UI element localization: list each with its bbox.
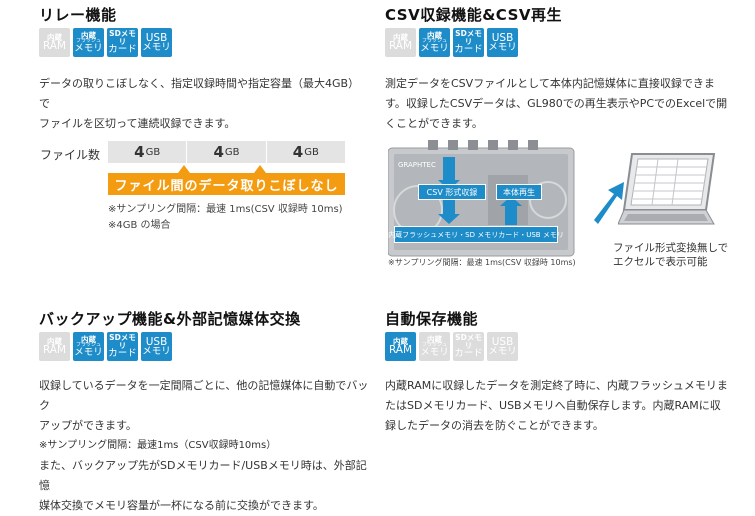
transfer-arrow bbox=[594, 182, 624, 224]
gap-arrow-2 bbox=[254, 165, 266, 173]
laptop-icon bbox=[618, 153, 716, 225]
badge-sd-card: SDメモリ カード bbox=[453, 332, 484, 361]
down-arrow-2-head bbox=[438, 214, 460, 224]
csv-description: 測定データをCSVファイルとして本体内記憶媒体に直接収録できま す。収録したCS… bbox=[385, 77, 728, 130]
files-label: ファイル数 bbox=[40, 148, 101, 162]
down-arrow-1 bbox=[443, 157, 455, 181]
no-data-loss-bar: ファイル間のデータ取りこぼしなし bbox=[108, 173, 345, 195]
gap-arrow-1 bbox=[178, 165, 190, 173]
autosave-title: 自動保存機能 bbox=[385, 310, 479, 328]
csv-section: CSV収録機能&CSV再生 内蔵 RAM 内蔵 フラッシュ メモリ SDメモリ … bbox=[370, 0, 755, 290]
badge-usb-memory: USB メモリ bbox=[141, 332, 172, 361]
badge-internal-flash: 内蔵 フラッシュ メモリ bbox=[419, 28, 450, 57]
autosave-section: 自動保存機能 内蔵 RAM 内蔵 フラッシュ メモリ SDメモリ カード USB… bbox=[370, 300, 755, 481]
badge-sd-card: SDメモリ カード bbox=[107, 28, 138, 57]
badge-internal-ram: 内蔵 RAM bbox=[385, 332, 416, 361]
backup-badges: 内蔵 RAM 内蔵 フラッシュ メモリ SDメモリ カード USB メモリ bbox=[39, 332, 172, 361]
badge-internal-flash: 内蔵 フラッシュ メモリ bbox=[419, 332, 450, 361]
relay-badges: 内蔵 RAM 内蔵 フラッシュ メモリ SDメモリ カード USB メモリ bbox=[39, 28, 172, 57]
up-arrow-play bbox=[505, 205, 517, 225]
autosave-description: 内蔵RAMに収録したデータを測定終了時に、内蔵フラッシュメモリま たはSDメモリ… bbox=[385, 379, 728, 432]
badge-internal-flash: 内蔵 フラッシュ メモリ bbox=[73, 28, 104, 57]
badge-internal-flash: 内蔵 フラッシュ メモリ bbox=[73, 332, 104, 361]
backup-title: バックアップ機能&外部記憶媒体交換 bbox=[39, 310, 301, 328]
down-arrow-2 bbox=[443, 200, 455, 216]
csv-note-sampling: ※サンプリング間隔：最速 1ms(CSV 収録時 10ms) bbox=[388, 258, 576, 267]
device-play-label: 本体再生 bbox=[496, 184, 542, 200]
pc-caption: ファイル形式変換無しで エクセルで表示可能 bbox=[613, 242, 729, 268]
csv-title: CSV収録機能&CSV再生 bbox=[385, 6, 562, 24]
relay-description: データの取りこぼしなく、指定収録時間や指定容量（最大4GB）で ファイルを区切っ… bbox=[39, 77, 360, 130]
up-arrow-play-head bbox=[500, 196, 522, 206]
badge-sd-card: SDメモリ カード bbox=[107, 332, 138, 361]
relay-note-4gb: ※4GB の場合 bbox=[108, 220, 171, 231]
badge-internal-ram: 内蔵 RAM bbox=[39, 28, 70, 57]
relay-note-sampling: ※サンプリング間隔：最速 1ms(CSV 収録時 10ms) bbox=[108, 204, 343, 215]
autosave-badges: 内蔵 RAM 内蔵 フラッシュ メモリ SDメモリ カード USB メモリ bbox=[385, 332, 518, 361]
badge-internal-ram: 内蔵 RAM bbox=[385, 28, 416, 57]
csv-badges: 内蔵 RAM 内蔵 フラッシュ メモリ SDメモリ カード USB メモリ bbox=[385, 28, 518, 57]
relay-section: リレー機能 内蔵 RAM 内蔵 フラッシュ メモリ SDメモリ カード USB … bbox=[0, 0, 370, 240]
badge-sd-card: SDメモリ カード bbox=[453, 28, 484, 57]
badge-usb-memory: USB メモリ bbox=[487, 28, 518, 57]
csv-record-label: CSV 形式収録 bbox=[418, 184, 486, 200]
badge-internal-ram: 内蔵 RAM bbox=[39, 332, 70, 361]
relay-title: リレー機能 bbox=[39, 6, 117, 24]
badge-usb-memory: USB メモリ bbox=[487, 332, 518, 361]
storage-media-label: 内蔵フラッシュメモリ・SD メモリカード・USB メモリ bbox=[388, 226, 564, 243]
device-brand: GRAPHTEC bbox=[398, 161, 436, 169]
backup-description: 収録しているデータを一定間隔ごとに、他の記憶媒体に自動でバック アップができます… bbox=[39, 379, 369, 512]
badge-usb-memory: USB メモリ bbox=[141, 28, 172, 57]
backup-section: バックアップ機能&外部記憶媒体交換 内蔵 RAM 内蔵 フラッシュ メモリ SD… bbox=[0, 300, 370, 512]
